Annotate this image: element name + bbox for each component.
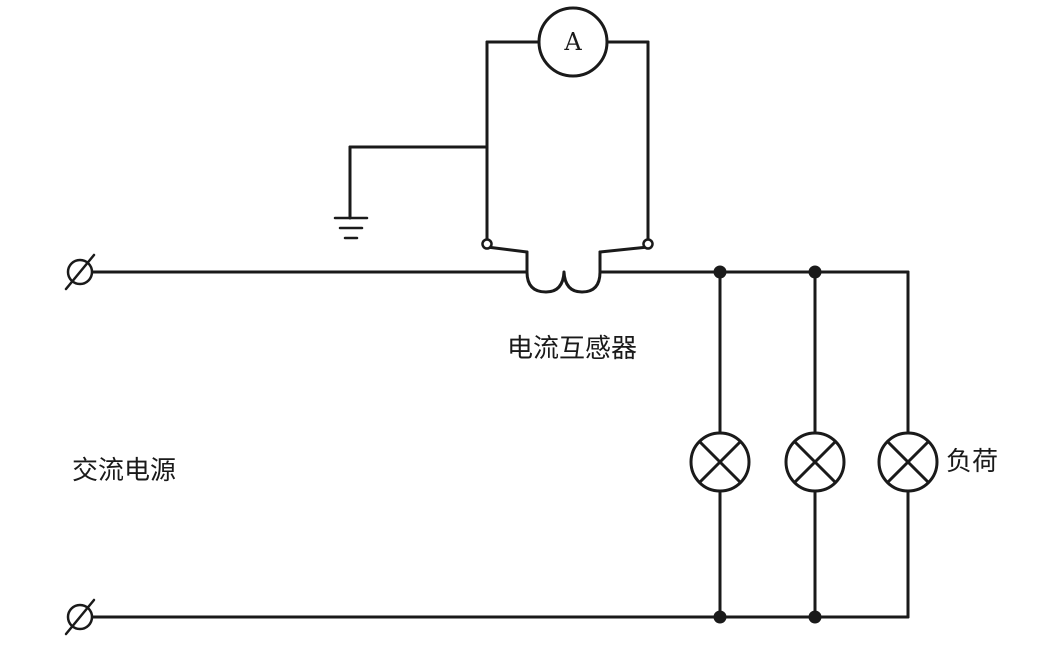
load-label: 负荷 — [946, 447, 999, 477]
supply-terminal-top — [64, 253, 96, 291]
current-transformer-label: 电流互感器 — [507, 334, 638, 364]
supply-terminal-bottom — [64, 598, 96, 636]
ct-terminal-left — [481, 238, 493, 250]
ct-lead-left — [485, 245, 529, 254]
junction-dot — [808, 265, 822, 279]
junction-dot — [713, 610, 727, 624]
lamp-1 — [689, 431, 751, 493]
ammeter — [537, 6, 609, 78]
lamp-3 — [877, 431, 939, 493]
current-transformer-coil — [525, 250, 602, 294]
ammeter-symbol: A — [563, 28, 582, 56]
ct-lead-right — [598, 245, 650, 254]
junction-dot — [713, 265, 727, 279]
ct-terminal-right — [642, 238, 654, 250]
ac-source-label: 交流电源 — [72, 456, 177, 486]
lamp-2 — [784, 431, 846, 493]
junction-dot — [808, 610, 822, 624]
